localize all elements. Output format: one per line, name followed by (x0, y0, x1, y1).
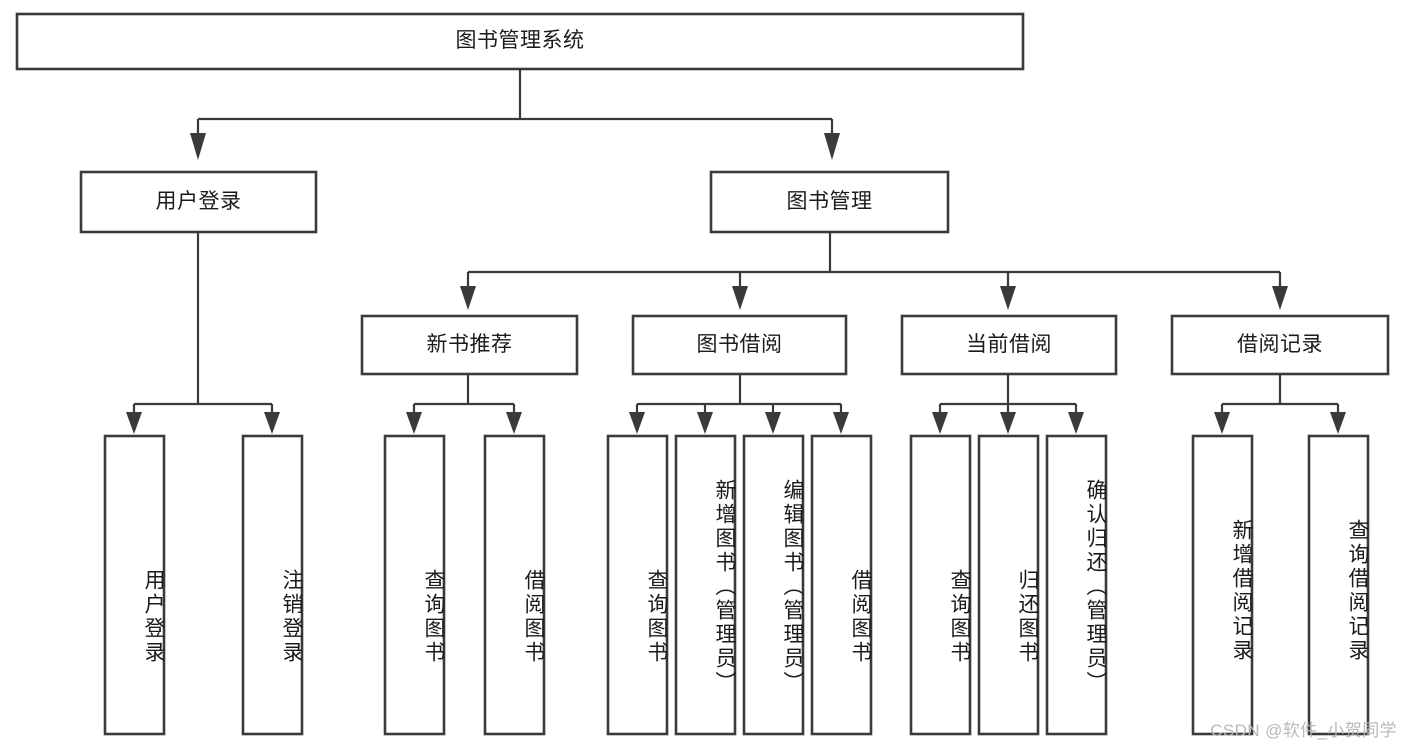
arrow-to-leaf-return-book (1000, 412, 1016, 434)
node-leaf-logout[interactable] (241, 434, 304, 736)
arrow-to-book-borrow (732, 286, 748, 310)
node-leaf-borrow-book-1[interactable] (483, 434, 546, 736)
arrow-to-leaf-borrow-book-1 (506, 412, 522, 434)
arrow-to-leaf-add-book (697, 412, 713, 434)
connector-group-root (190, 69, 840, 160)
node-leaf-confirm-return[interactable] (1045, 434, 1108, 736)
arrow-to-leaf-query-book-3 (932, 412, 948, 434)
arrow-to-leaf-logout (264, 412, 280, 434)
arrow-to-user-login (190, 133, 206, 160)
arrow-to-new-book-rec (460, 286, 476, 310)
node-book-manage[interactable] (709, 170, 950, 234)
arrow-to-leaf-add-record (1214, 412, 1230, 434)
node-leaf-add-book[interactable] (674, 434, 737, 736)
connector-group-book-borrow (629, 374, 849, 434)
arrow-to-borrow-record (1272, 286, 1288, 310)
node-book-borrow[interactable] (631, 314, 848, 376)
node-borrow-record[interactable] (1170, 314, 1390, 376)
node-leaf-edit-book[interactable] (742, 434, 805, 736)
node-new-book-rec[interactable] (360, 314, 579, 376)
connector-group-book-manage (460, 232, 1288, 310)
arrow-to-leaf-query-book-1 (406, 412, 422, 434)
connector-group-current-borrow (932, 374, 1084, 434)
node-leaf-add-record[interactable] (1191, 434, 1254, 736)
node-user-login[interactable] (79, 170, 318, 234)
node-leaf-borrow-book-2[interactable] (810, 434, 873, 736)
connector-group-new-book-rec (406, 374, 522, 434)
arrow-to-leaf-borrow-book-2 (833, 412, 849, 434)
arrow-to-leaf-confirm-return (1068, 412, 1084, 434)
node-root[interactable] (15, 12, 1025, 71)
arrow-to-leaf-user-login (126, 412, 142, 434)
node-leaf-query-book-3[interactable] (909, 434, 972, 736)
node-leaf-query-book-2[interactable] (606, 434, 669, 736)
arrow-to-current-borrow (1000, 286, 1016, 310)
arrow-to-leaf-query-record (1330, 412, 1346, 434)
arrow-to-leaf-edit-book (765, 412, 781, 434)
node-current-borrow[interactable] (900, 314, 1118, 376)
node-leaf-query-record[interactable] (1307, 434, 1370, 736)
arrow-to-leaf-query-book-2 (629, 412, 645, 434)
csdn-watermark: CSDN @软件_小贺同学 (1210, 721, 1397, 740)
node-leaf-user-login[interactable] (103, 434, 166, 736)
connector-group-user-login (126, 232, 280, 434)
node-leaf-return-book[interactable] (977, 434, 1040, 736)
connector-group-borrow-record (1214, 374, 1346, 434)
node-leaf-query-book-1[interactable] (383, 434, 446, 736)
arrow-to-book-manage (824, 133, 840, 160)
